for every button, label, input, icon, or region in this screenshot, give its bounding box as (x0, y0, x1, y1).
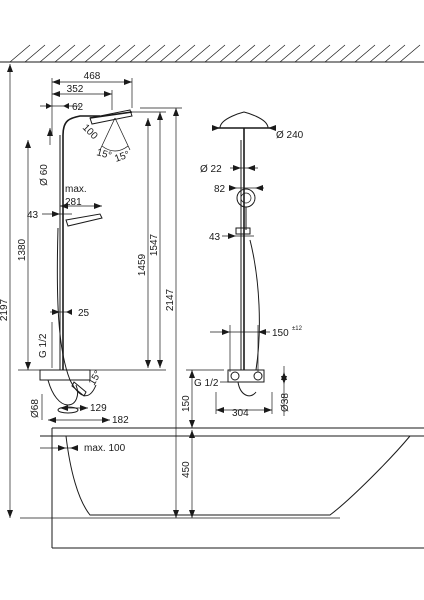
dim-62-label: 62 (72, 102, 84, 113)
dim-43-right: 43 (209, 232, 254, 243)
dim-2147-label: 2147 (165, 288, 176, 311)
dim-1547: 1547 (130, 111, 166, 368)
dim-352: 352 (52, 84, 113, 110)
g12-right: G 1/2 (194, 378, 240, 389)
dim-450: 450 (181, 430, 195, 518)
dim-468-label: 468 (84, 71, 101, 82)
dim-1380: 1380 (17, 140, 31, 370)
dim-2197: 2197 (0, 64, 13, 518)
dim-82: 82 (214, 184, 264, 195)
dim-82-label: 82 (214, 184, 226, 195)
dim-43a-label: 43 (27, 210, 39, 221)
dim-281: max. 281 (60, 184, 102, 209)
dim-1547-label: 1547 (149, 233, 160, 256)
dim-25: 25 (50, 308, 90, 319)
dim-d22: Ø 22 (200, 164, 258, 175)
dim-d38-label: Ø38 (280, 393, 291, 412)
right-shower (218, 111, 270, 397)
left-shower (39, 109, 133, 414)
dim-129: 129 (60, 403, 107, 414)
g12-left-label: G 1/2 (38, 333, 49, 358)
angle-15b-label: 15° (113, 149, 131, 165)
bathtub (20, 427, 424, 549)
dim-304-label: 304 (232, 408, 249, 419)
dim-304: 304 (215, 392, 273, 419)
dim-62: 62 (40, 102, 84, 113)
dim-468: 468 (51, 71, 133, 135)
dim-d68-label: Ø68 (30, 399, 41, 418)
angle-15: 15° 15° (95, 117, 131, 165)
dim-d38: Ø38 (280, 366, 291, 416)
dim-150-tol: 150 ±12 (210, 325, 303, 372)
dim-150-label: 150 (181, 395, 192, 412)
dim-150r-label: 150 (272, 328, 289, 339)
dim-150: 150 (181, 369, 224, 428)
dim-d22-label: Ø 22 (200, 164, 222, 175)
dim-450-label: 450 (181, 461, 192, 478)
dim-1380-label: 1380 (17, 238, 28, 261)
g12-right-label: G 1/2 (194, 378, 219, 389)
dim-25-label: 25 (78, 308, 90, 319)
dim-d240: Ø 240 (212, 125, 304, 141)
dim-352-label: 352 (67, 84, 84, 95)
dim-1459-label: 1459 (137, 253, 148, 276)
dim-182-label: 182 (112, 415, 129, 426)
dim-129-label: 129 (90, 403, 107, 414)
dim-d68: Ø68 (30, 394, 43, 420)
dim-max100: max. 100 (40, 443, 126, 454)
dim-182: 182 (48, 415, 129, 426)
ceiling (0, 44, 424, 63)
dim-max-label: max. (65, 184, 87, 195)
dim-d60-label: Ø 60 (39, 164, 50, 186)
dim-2147: 2147 (140, 107, 182, 518)
angle-15a-label: 15° (95, 147, 112, 162)
dim-1459: 1459 (137, 118, 151, 368)
dim-max100-label: max. 100 (84, 443, 126, 454)
dim-100-label: 100 (80, 122, 100, 142)
dim-d60: Ø 60 (39, 128, 53, 186)
dim-43b-label: 43 (209, 232, 221, 243)
dim-43-left: 43 (27, 210, 72, 221)
dim-150tol-label: ±12 (292, 326, 303, 332)
dim-d240-label: Ø 240 (276, 130, 304, 141)
dim-2197-label: 2197 (0, 298, 10, 321)
dim-281-label: 281 (65, 197, 82, 208)
